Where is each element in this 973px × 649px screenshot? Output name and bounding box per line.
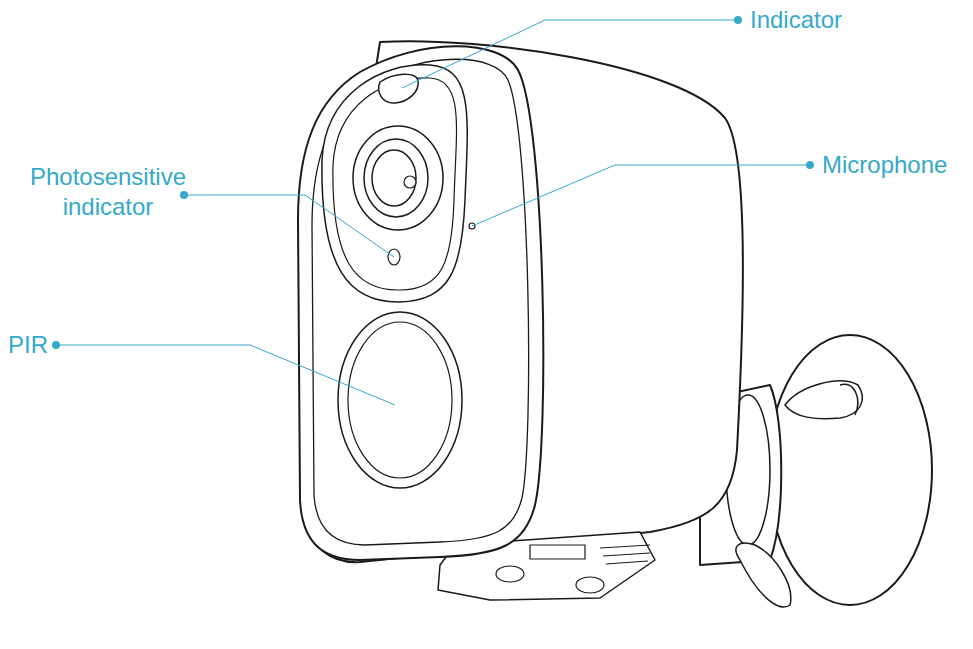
- leader-line: [472, 165, 810, 226]
- front-face: [298, 46, 543, 560]
- bottom-hole: [496, 566, 524, 582]
- leader-dot: [734, 16, 742, 24]
- camera-drawing: [298, 41, 932, 607]
- part-label: Indicator: [750, 5, 842, 35]
- mount-screw-tip: [840, 384, 858, 415]
- leader-line: [56, 345, 395, 405]
- leader-line: [402, 20, 738, 88]
- leader-lines: [56, 20, 810, 405]
- lens-panel: [322, 65, 467, 302]
- lens-panel-inner: [333, 78, 457, 290]
- bottom-slot: [530, 545, 585, 559]
- part-label: Photosensitive indicator: [23, 162, 193, 222]
- front-bezel: [312, 59, 529, 545]
- pir-ring: [338, 312, 462, 488]
- lens: [372, 150, 416, 206]
- lens-ring: [353, 126, 443, 230]
- lens-ring: [364, 139, 428, 217]
- mount-ball: [768, 335, 932, 605]
- leader-dot: [180, 191, 188, 199]
- pir-lens: [348, 322, 452, 478]
- lens-sensor: [404, 176, 416, 188]
- leader-dot: [806, 161, 814, 169]
- part-label: Microphone: [822, 150, 947, 180]
- indicator-led: [379, 74, 418, 103]
- bottom-vent: [600, 545, 650, 564]
- leader-line: [184, 195, 394, 257]
- mount-screw: [785, 381, 862, 419]
- mount-screw: [736, 543, 791, 607]
- leader-dot: [52, 341, 60, 349]
- part-label: PIR: [8, 330, 48, 360]
- bottom-hole: [576, 577, 604, 593]
